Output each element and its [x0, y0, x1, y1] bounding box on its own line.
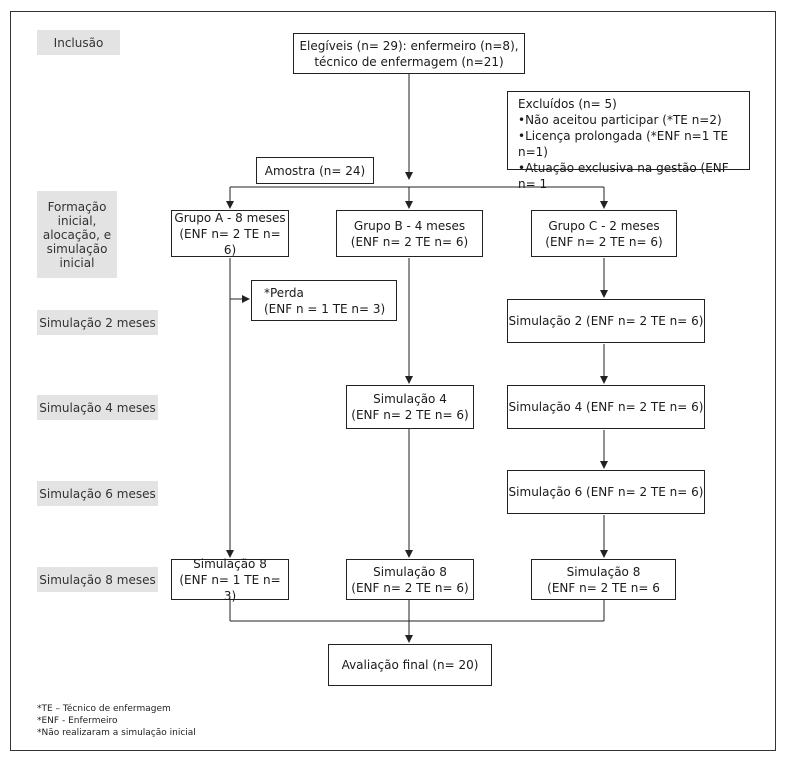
phase-label-line: alocação, e — [42, 227, 112, 242]
box-text: Avaliação final (n= 20) — [341, 658, 479, 672]
box-b-sim4: Simulação 4 (ENF n= 2 TE n= 6) — [346, 385, 474, 429]
box-text: Grupo B - 4 meses — [353, 218, 466, 233]
box-grupo-c: Grupo C - 2 meses (ENF n= 2 TE n= 6) — [531, 210, 677, 257]
box-excluidos: Excluídos (n= 5) •Não aceitou participar… — [507, 91, 750, 191]
phase-label-inclusao: Inclusão — [37, 30, 120, 55]
box-text: (ENF n= 2 TE n= 6 — [547, 580, 660, 595]
box-a-sim8: Simulação 8 (ENF n= 1 TE n= 3) — [171, 556, 289, 603]
box-text: •Atuação exclusiva na gestão (ENF n= 1 — [518, 161, 729, 191]
box-perda: *Perda (ENF n = 1 TE n= 3) — [251, 280, 397, 321]
phase-label-text: Simulação 4 meses — [39, 400, 156, 415]
box-text: Grupo C - 2 meses — [548, 218, 660, 233]
box-text: Elegíveis (n= 29): enfermeiro (n=8), — [299, 38, 519, 53]
phase-label-line: inicial — [59, 255, 95, 270]
phase-label-sim8: Simulação 8 meses — [37, 567, 158, 592]
box-text: •Licença prolongada (*ENF n=1 TE n=1) — [518, 129, 729, 159]
box-c-sim8: Simulação 8 (ENF n= 2 TE n= 6 — [531, 559, 676, 600]
phase-label-sim2: Simulação 2 meses — [37, 310, 158, 335]
phase-label-sim4: Simulação 4 meses — [37, 395, 158, 420]
phase-label-text: Inclusão — [53, 35, 104, 50]
box-text: (ENF n= 2 TE n= 6) — [545, 234, 663, 249]
box-text: Amostra (n= 24) — [264, 163, 366, 178]
legend-line: *Não realizaram a simulação inicial — [37, 728, 196, 738]
box-text: *Perda — [264, 285, 304, 300]
box-text: (ENF n= 2 TE n= 6) — [350, 234, 469, 249]
box-b-sim8: Simulação 8 (ENF n= 2 TE n= 6) — [346, 559, 474, 600]
box-c-sim2: Simulação 2 (ENF n= 2 TE n= 6) — [507, 299, 705, 343]
box-text: técnico de enfermagem (n=21) — [314, 54, 504, 69]
phase-label-line: Formação — [47, 199, 107, 214]
box-text: (ENF n = 1 TE n= 3) — [264, 301, 386, 316]
box-text: Excluídos (n= 5) — [518, 97, 617, 111]
box-c-sim4: Simulação 4 (ENF n= 2 TE n= 6) — [507, 385, 705, 429]
box-c-sim6: Simulação 6 (ENF n= 2 TE n= 6) — [507, 470, 705, 514]
phase-label-line: simulação — [46, 241, 108, 256]
box-text: Simulação 8 — [566, 564, 641, 579]
box-text: (ENF n= 2 TE n= 6) — [351, 580, 469, 595]
box-text: •Não aceitou participar (*TE n=2) — [518, 113, 722, 127]
phase-label-text: Simulação 8 meses — [39, 572, 156, 587]
box-elegiveis: Elegíveis (n= 29): enfermeiro (n=8), téc… — [293, 33, 525, 74]
box-text: Simulação 6 (ENF n= 2 TE n= 6) — [508, 485, 704, 499]
box-avaliacao-final: Avaliação final (n= 20) — [328, 644, 492, 686]
box-amostra: Amostra (n= 24) — [256, 157, 374, 184]
phase-label-line: inicial, — [57, 213, 97, 228]
box-text: Simulação 4 — [373, 392, 447, 406]
footnote-legend: *TE – Técnico de enfermagem *ENF - Enfer… — [37, 703, 196, 739]
phase-label-sim6: Simulação 6 meses — [37, 481, 158, 506]
box-grupo-a: Grupo A - 8 meses (ENF n= 2 TE n= 6) — [171, 210, 289, 257]
box-text: (ENF n= 2 TE n= 6) — [351, 408, 469, 422]
phase-label-formacao: Formação inicial, alocação, e simulação … — [37, 191, 117, 278]
legend-line: *ENF - Enfermeiro — [37, 716, 118, 726]
box-text: Simulação 8 — [193, 556, 267, 571]
box-text: (ENF n= 2 TE n= 6) — [179, 226, 281, 257]
box-grupo-b: Grupo B - 4 meses (ENF n= 2 TE n= 6) — [336, 210, 483, 257]
box-text: Grupo A - 8 meses — [174, 210, 286, 225]
box-text: Simulação 8 — [373, 564, 447, 579]
phase-label-text: Simulação 2 meses — [39, 315, 156, 330]
legend-line: *TE – Técnico de enfermagem — [37, 704, 171, 714]
box-text: (ENF n= 1 TE n= 3) — [179, 572, 281, 603]
box-text: Simulação 2 (ENF n= 2 TE n= 6) — [508, 314, 704, 328]
phase-label-text: Simulação 6 meses — [39, 486, 156, 501]
box-text: Simulação 4 (ENF n= 2 TE n= 6) — [508, 400, 704, 414]
diagram-frame — [10, 11, 776, 751]
